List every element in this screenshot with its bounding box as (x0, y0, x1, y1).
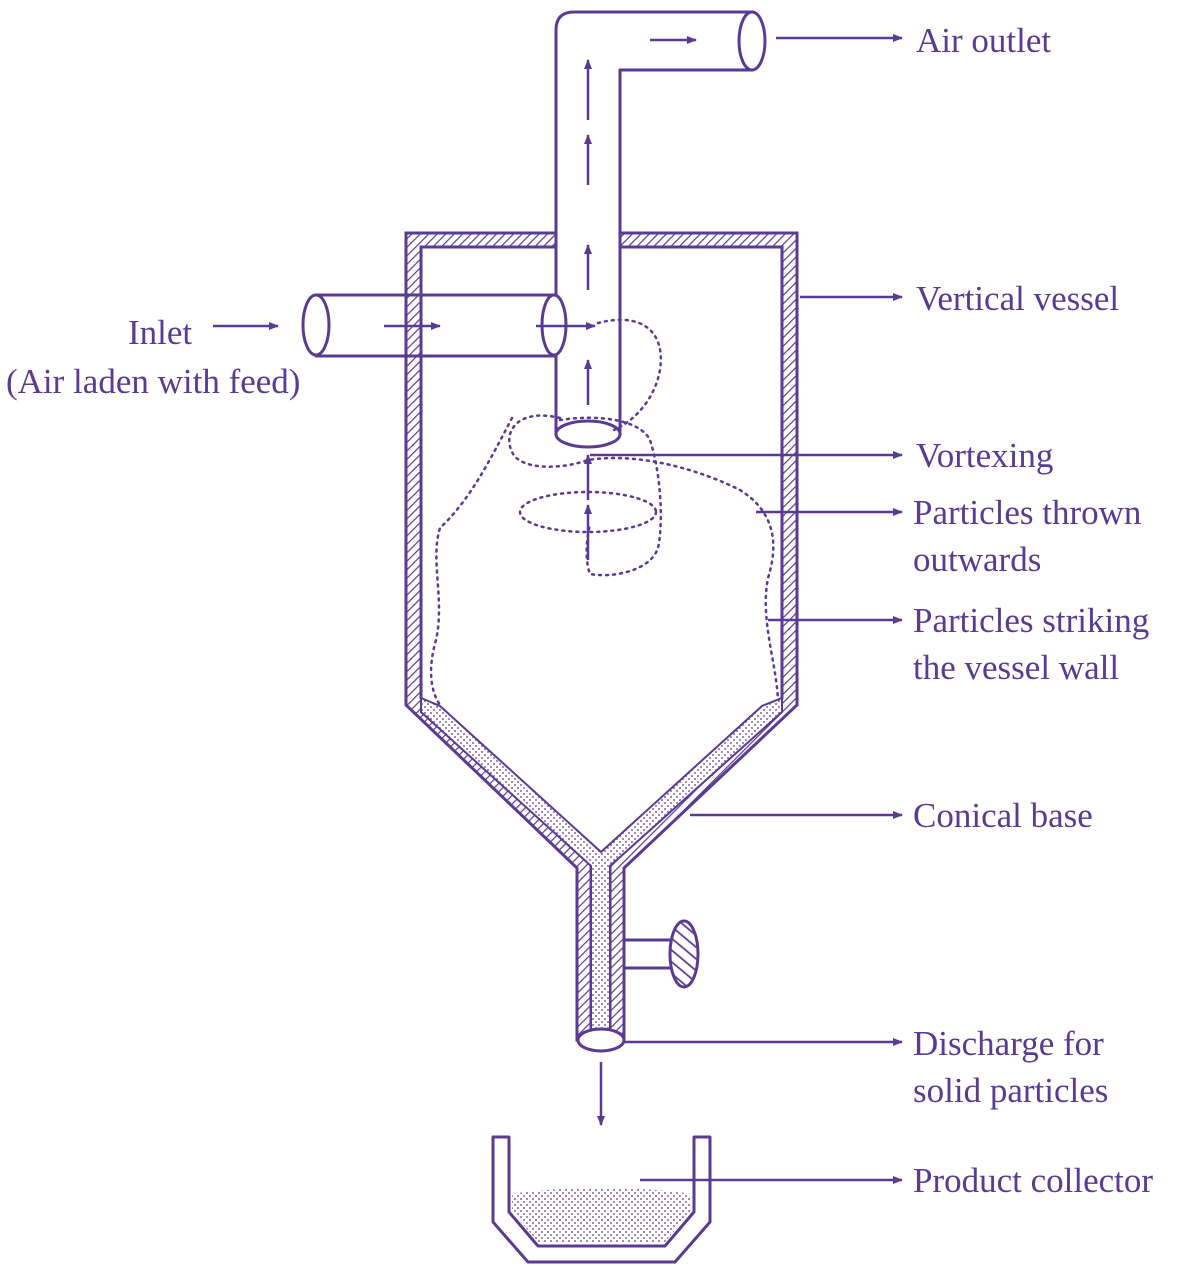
label-leaders (213, 34, 903, 1184)
discharge-opening (576, 1027, 626, 1053)
discharge-valve (622, 919, 700, 989)
particles-thrown-label-line2: outwards (913, 540, 1042, 579)
air-outlet-opening (737, 10, 767, 72)
product-collector (491, 1135, 712, 1264)
discharge-label-line2: solid particles (913, 1071, 1109, 1110)
air-outlet-pipe (554, 10, 754, 434)
vertical-vessel-label: Vertical vessel (916, 279, 1120, 318)
collected-product (512, 1188, 691, 1243)
particles-thrown-label-line1: Particles thrown (913, 493, 1142, 532)
conical-base-particle-layer (420, 696, 783, 1041)
inlet-description-label: (Air laden with feed) (6, 362, 301, 401)
particles-striking-label-line2: the vessel wall (913, 648, 1120, 687)
vortexing-label: Vortexing (916, 436, 1054, 475)
air-outlet-label: Air outlet (916, 21, 1052, 60)
conical-base-label: Conical base (913, 796, 1093, 835)
inlet-pipe-end (301, 293, 331, 357)
discharge-label-line1: Discharge for (913, 1024, 1104, 1063)
particles-striking-label-line1: Particles striking (913, 601, 1150, 640)
inlet-label: Inlet (128, 313, 193, 352)
inlet-pipe (314, 293, 556, 358)
outlet-pipe-bottom-opening (554, 419, 622, 449)
flow-arrows (384, 36, 697, 1126)
vortex-paths (429, 318, 780, 707)
product-collector-label: Product collector (913, 1161, 1154, 1200)
